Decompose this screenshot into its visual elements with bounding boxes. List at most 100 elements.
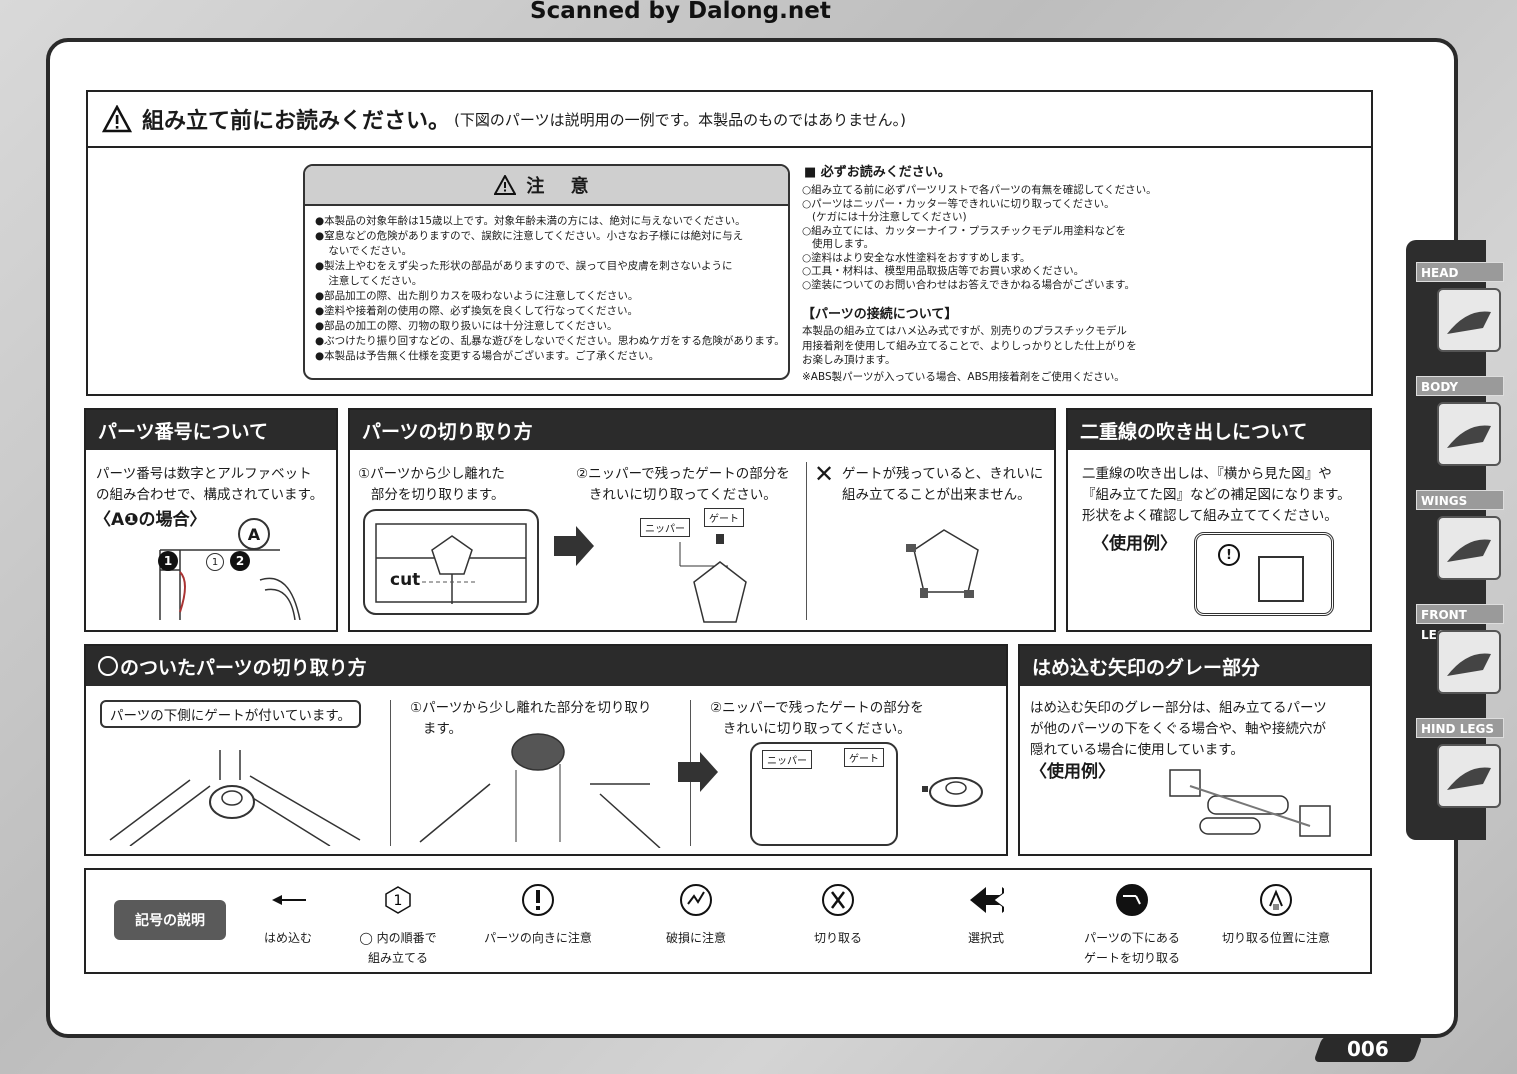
text-line: ○工具・材料は、模型用品取扱店等でお買い求めください。 — [802, 265, 1085, 277]
text-line: ○塗料はより安全な水性塗料をおすすめします。 — [802, 251, 1031, 264]
tag-letter: A — [247, 524, 261, 544]
warning-icon — [494, 175, 517, 195]
numbered-hexagon-icon: 1 — [380, 882, 416, 918]
legend-label: 切り取る — [813, 931, 862, 945]
text-line: ○塗装についてのお問い合わせはお答えできかねる場合がございます。 — [802, 278, 1135, 291]
text-line: ●製法上やむをえず尖った形状の部品がありますので、誤って目や皮膚を刺さないように — [315, 260, 733, 272]
top-title: 組み立て前にお読みください。 — [142, 109, 451, 134]
caution-header: 注 意 — [305, 166, 788, 206]
number-box-1: 1 — [206, 553, 224, 571]
side-tab-wings[interactable]: WINGS — [1416, 490, 1504, 510]
under-gate-callout: パーツの下側にゲートが付いています。 — [100, 700, 361, 728]
side-tab-thumbnail-icon[interactable] — [1437, 516, 1501, 580]
side-tab-front-legs[interactable]: FRONT LEGS — [1416, 604, 1504, 642]
nipper-label: ニッパー — [762, 750, 812, 769]
under-gate-step1: ①パーツから少し離れた部分を切り取り ます。 — [410, 700, 652, 737]
cutting-header: パーツの切り取り方 — [350, 410, 1054, 450]
text-line: 本製品の組み立てはハメ込み式ですが、別売りのプラスチックモデル — [802, 325, 1127, 337]
legend-label: 選択式 — [967, 931, 1004, 945]
must-read-title: ■ 必ずお読みください。 — [804, 165, 951, 180]
caution-box: 注 意 ●本製品の対象年齢は15歳以上です。対象年齢未満の方には、絶対に与えない… — [303, 164, 790, 380]
number-badge-2: 2 — [230, 551, 250, 571]
pentagon-part — [679, 534, 747, 623]
text-line: ○組み立てる前に必ずパーツリストで各パーツの有無を確認してください。 — [802, 184, 1157, 196]
gate-left-part — [906, 529, 979, 598]
part-number-example: 〈A❶の場合〉 — [94, 510, 207, 530]
legend-panel — [84, 868, 1372, 974]
side-tab-head[interactable]: HEAD — [1416, 262, 1504, 282]
grey-arrow-example: 〈使用例〉 — [1030, 762, 1115, 782]
divider — [390, 700, 391, 846]
must-read-list: ○組み立てる前に必ずパーツリストで各パーツの有無を確認してください。○パーツはニ… — [802, 184, 1157, 292]
grey-arrow-diagram — [1169, 769, 1331, 837]
text-line: ●本製品の対象年齢は15歳以上です。対象年齢未満の方には、絶対に与えないでくださ… — [315, 215, 746, 227]
under-gate-cut-diagram — [419, 733, 661, 848]
text-line: ●ぶつけたり振り回すなどの、乱暴な遊びをしないでください。思わぬケガをする危険が… — [315, 335, 785, 347]
divider — [806, 462, 807, 620]
text-line: 用接着剤を使用して組み立てることで、よりしっかりとした仕上がりを — [802, 339, 1137, 352]
choice-icon — [968, 882, 1004, 918]
number-badge-1: 1 — [158, 551, 178, 571]
nipper-label: ニッパー — [640, 518, 690, 537]
under-gate-step2: ②ニッパーで残ったゲートの部分を きれいに切り取ってください。 — [710, 700, 924, 737]
legend-label: ◯ 内の順番で 組み立てる — [359, 931, 437, 965]
caution-list: ●本製品の対象年齢は15歳以上です。対象年齢未満の方には、絶対に与えないでくださ… — [305, 206, 788, 364]
part-tag-circle: A — [238, 518, 270, 550]
text-line: 使用します。 — [802, 238, 874, 250]
svg-text:1: 1 — [394, 893, 403, 909]
page-number: 006 — [1313, 1036, 1423, 1062]
under-gate-header: のついたパーツの切り取り方 — [86, 646, 1006, 686]
bubble-diagram — [1194, 532, 1334, 616]
insert-arrow-icon — [270, 882, 306, 918]
part-orientation-icon — [520, 882, 556, 918]
cutting-step1: ①パーツから少し離れた 部分を切り取ります。 — [358, 466, 505, 503]
cut-diagram — [363, 509, 539, 615]
grey-arrow-text: はめ込む矢印のグレー部分は、組み立てるパーツ が他のパーツの下をくぐる場合や、軸… — [1030, 700, 1327, 758]
text-line: ●部品の加工の際、刃物の取り扱いには十分注意してください。 — [315, 320, 618, 332]
under-gate-icon — [1114, 882, 1150, 918]
side-tab-thumbnail-icon[interactable] — [1437, 402, 1501, 466]
abs-note: ※ABS製パーツが入っている場合、ABS用接着剤をご使用ください。 — [802, 371, 1125, 383]
zoom-diagram — [750, 742, 898, 846]
text-line: ○パーツはニッパー・カッター等できれいに切り取ってください。 — [802, 197, 1115, 210]
legend-label: パーツの下にある ゲートを切り取る — [1083, 931, 1180, 965]
text-line: ●本製品は予告無く仕様を変更する場合がございます。ご了承ください。 — [315, 350, 660, 362]
cutting-bad: ゲートが残っていると、きれいに 組み立てることが出来ません。 — [842, 466, 1044, 503]
part-number-text: パーツ番号は数字とアルファベット の組み合わせで、構成されています。 — [96, 466, 324, 503]
warning-icon — [102, 105, 132, 133]
cut-icon — [820, 882, 856, 918]
side-tab-thumbnail-icon[interactable] — [1437, 630, 1501, 694]
cutting-step2: ②ニッパーで残ったゲートの部分を きれいに切り取ってください。 — [576, 466, 790, 503]
connection-title: 【パーツの接続について】 — [802, 307, 958, 322]
next-arrow-icon — [554, 526, 594, 566]
text-line: (ケガには十分注意してください) — [802, 211, 967, 223]
orientation-icon: ! — [1218, 544, 1240, 566]
side-tab-thumbnail-icon[interactable] — [1437, 744, 1501, 808]
legend-label: 破損に注意 — [665, 931, 726, 945]
scan-credit: Scanned by Dalong.net — [530, 0, 831, 24]
gate-label: ゲート — [704, 508, 744, 527]
breakage-icon — [678, 882, 714, 918]
side-tab-thumbnail-icon[interactable] — [1437, 288, 1501, 352]
text-line: 注意してください。 — [315, 275, 423, 287]
cut-position-icon — [1258, 882, 1294, 918]
connection-text: 本製品の組み立てはハメ込み式ですが、別売りのプラスチックモデル用接着剤を使用して… — [802, 324, 1137, 368]
text-line: ないでください。 — [315, 245, 413, 257]
under-gate-runner — [109, 750, 361, 846]
side-tab-hind-legs[interactable]: HIND LEGS — [1416, 718, 1504, 738]
side-tab-body[interactable]: BODY — [1416, 376, 1504, 396]
part-square — [1258, 556, 1304, 602]
under-gate-icon — [98, 656, 118, 676]
next-arrow-icon — [678, 752, 718, 792]
round-part — [922, 777, 983, 807]
text-line: ●塗料や接着剤の使用の際、必ず換気を良くして行なってください。 — [315, 305, 639, 317]
text-line: ●窒息などの危険がありますので、誤飲に注意してください。小さなお子様には絶対に与… — [315, 230, 744, 242]
runner-diagram — [159, 549, 301, 620]
cut-label: cut — [390, 570, 421, 590]
text-line: お楽しみ頂けます。 — [802, 354, 896, 366]
bad-mark-icon: ✕ — [814, 460, 835, 488]
legend-label: 切り取る位置に注意 — [1221, 931, 1330, 945]
caution-title: 注 意 — [526, 176, 599, 197]
double-bubble-example: 〈使用例〉 — [1092, 534, 1177, 554]
double-bubble-header: 二重線の吹き出しについて — [1068, 410, 1370, 450]
